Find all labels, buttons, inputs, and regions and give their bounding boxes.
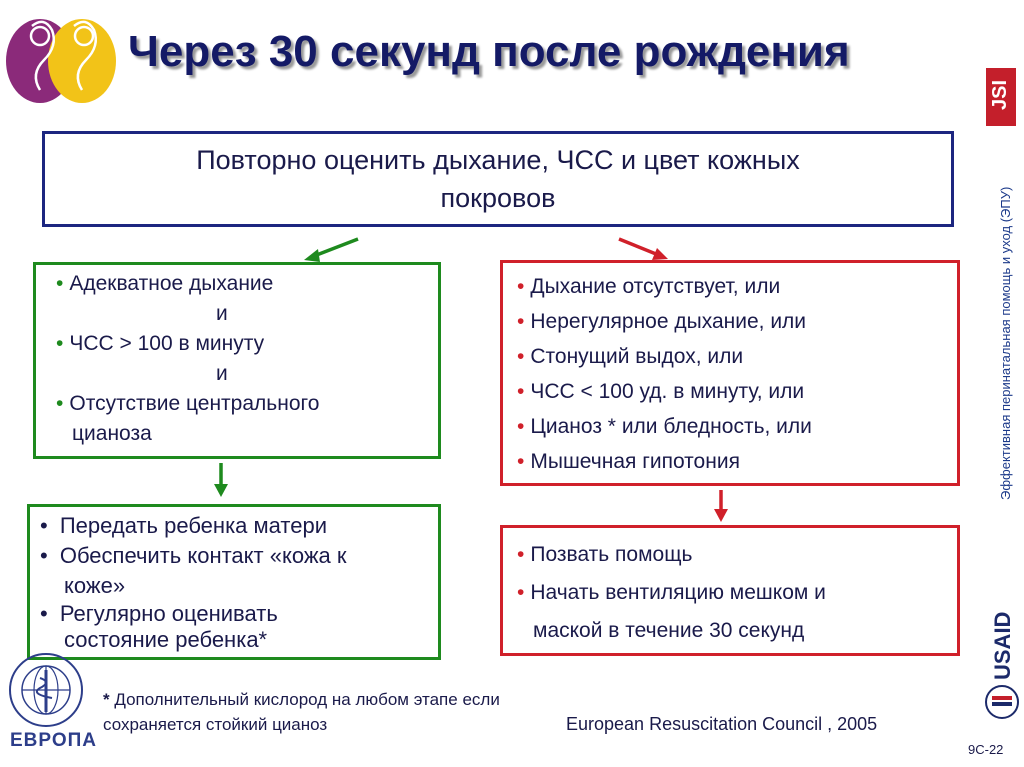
reassess-line-2: покровов bbox=[440, 183, 556, 213]
arrow-down-red-icon bbox=[714, 490, 728, 522]
slide-title: Через 30 секунд после рождения bbox=[128, 27, 850, 76]
slide-number: 9C-22 bbox=[968, 742, 1004, 757]
list-item-text: Регулярно оценивать bbox=[59, 601, 278, 626]
bullet-icon: • bbox=[517, 345, 525, 368]
bullet-icon: • bbox=[517, 543, 525, 566]
list-item: • Передать ребенка матери bbox=[40, 511, 438, 541]
bullet-icon: • bbox=[56, 332, 64, 355]
resuscitation-actions-box: •Позвать помощь •Начать вентиляцию мешко… bbox=[500, 525, 960, 656]
bullet-icon: • bbox=[517, 380, 525, 403]
list-item: • Регулярно оценивать bbox=[40, 601, 438, 627]
list-item-text: ЧСС > 100 в минуту bbox=[69, 332, 265, 355]
bullet-icon: • bbox=[517, 415, 525, 438]
footnote-line-2: сохраняется стойкий цианоз bbox=[103, 715, 328, 734]
list-item: •Начать вентиляцию мешком и bbox=[517, 574, 957, 612]
list-item-text: Позвать помощь bbox=[530, 543, 693, 566]
reassess-box: Повторно оценить дыхание, ЧСС и цвет кож… bbox=[42, 131, 954, 227]
list-item: •Отсутствие центрального bbox=[56, 389, 438, 419]
arrow-to-red-icon bbox=[618, 237, 668, 260]
list-item-text: Мышечная гипотония bbox=[530, 450, 740, 473]
routine-care-box: • Передать ребенка матери • Обеспечить к… bbox=[27, 504, 441, 660]
source-citation: European Resuscitation Council , 2005 bbox=[566, 714, 878, 734]
bullet-icon: • bbox=[56, 272, 64, 295]
list-item-continuation: коже» bbox=[64, 573, 126, 598]
footnote-star: * bbox=[103, 690, 110, 709]
list-item: •Позвать помощь bbox=[517, 536, 957, 574]
list-item-continuation: маской в течение 30 секунд bbox=[533, 619, 805, 642]
bullet-icon: • bbox=[40, 513, 48, 538]
list-item-text: Нерегулярное дыхание, или bbox=[530, 310, 807, 333]
list-item-text: Отсутствие центрального bbox=[69, 392, 320, 415]
bullet-icon: • bbox=[517, 581, 525, 604]
and-connector: и bbox=[216, 362, 228, 385]
list-item: •Адекватное дыхание bbox=[56, 269, 438, 299]
footnote: * Дополнительный кислород на любом этапе… bbox=[103, 687, 623, 737]
list-item: •ЧСС < 100 уд. в минуту, или bbox=[517, 374, 957, 409]
bullet-icon: • bbox=[40, 543, 48, 568]
list-item-text: Цианоз * или бледность, или bbox=[530, 415, 812, 438]
list-item: •Стонущий выдох, или bbox=[517, 339, 957, 374]
bullet-icon: • bbox=[517, 275, 525, 298]
mother-baby-logo-icon bbox=[2, 6, 120, 106]
who-region-label: ЕВРОПА bbox=[10, 730, 97, 751]
jsi-logo-text: JSI bbox=[989, 79, 1011, 110]
list-item-text: Передать ребенка матери bbox=[59, 513, 327, 538]
jsi-logo-icon: JSI bbox=[986, 68, 1016, 126]
reassess-line-1: Повторно оценить дыхание, ЧСС и цвет кож… bbox=[196, 145, 800, 175]
list-item: •Цианоз * или бледность, или bbox=[517, 409, 957, 444]
list-item-text: Адекватное дыхание bbox=[69, 272, 274, 295]
list-item-text: ЧСС < 100 уд. в минуту, или bbox=[530, 380, 805, 403]
usaid-seal-icon bbox=[984, 684, 1020, 720]
list-item-text: Начать вентиляцию мешком и bbox=[530, 581, 826, 604]
bullet-icon: • bbox=[56, 392, 64, 415]
list-item: • Обеспечить контакт «кожа к bbox=[40, 541, 438, 571]
arrow-down-green-icon bbox=[214, 463, 228, 497]
list-item-continuation: цианоза bbox=[72, 422, 152, 445]
adequate-criteria-box: •Адекватное дыхание и •ЧСС > 100 в минут… bbox=[33, 262, 441, 459]
footnote-line-1: Дополнительный кислород на любом этапе е… bbox=[114, 690, 500, 709]
list-item-continuation: состояние ребенка* bbox=[64, 627, 268, 652]
list-item-text: Стонущий выдох, или bbox=[530, 345, 744, 368]
bullet-icon: • bbox=[517, 310, 525, 333]
danger-signs-box: •Дыхание отсутствует, или •Нерегулярное … bbox=[500, 260, 960, 486]
who-emblem-icon bbox=[6, 650, 90, 760]
arrow-to-green-icon bbox=[304, 237, 359, 262]
bullet-icon: • bbox=[40, 601, 48, 626]
list-item: •ЧСС > 100 в минуту bbox=[56, 329, 438, 359]
list-item: •Дыхание отсутствует, или bbox=[517, 269, 957, 304]
usaid-logo-icon: USAID bbox=[986, 582, 1018, 682]
list-item-text: Обеспечить контакт «кожа к bbox=[59, 543, 347, 568]
usaid-logo-text: USAID bbox=[990, 612, 1015, 680]
and-connector: и bbox=[216, 302, 228, 325]
side-caption-text: Эффективная перинатальная помощь и уход … bbox=[998, 186, 1013, 500]
list-item: •Нерегулярное дыхание, или bbox=[517, 304, 957, 339]
bullet-icon: • bbox=[517, 450, 525, 473]
list-item-text: Дыхание отсутствует, или bbox=[530, 275, 781, 298]
list-item: •Мышечная гипотония bbox=[517, 444, 957, 479]
